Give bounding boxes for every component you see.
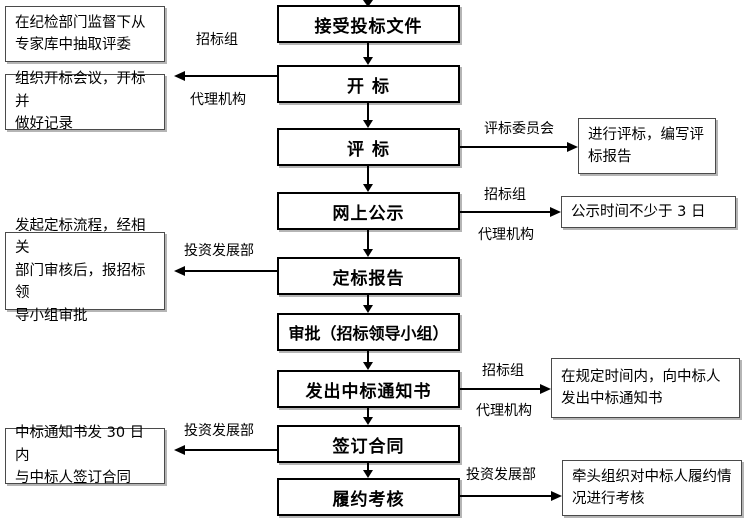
arrow-evaluation-to-right-note (460, 141, 578, 153)
flow-box-award-report[interactable]: 定标报告 (277, 257, 460, 295)
flow-box-issue-award-notice[interactable]: 发出中标通知书 (277, 370, 460, 408)
arrow-review-to-right-note (460, 490, 562, 502)
note-line: 牵头组织对中标人履约情 (572, 468, 732, 485)
note-line: 公示时间不少于 3 日 (571, 203, 706, 220)
arrow-label-left-invest-1: 投资发展部 (184, 243, 254, 259)
note-line: 中标通知书发 30 日内 (15, 425, 145, 464)
note-text: 中标通知书发 30 日内 与中标人签订合同 (15, 422, 155, 489)
note-line: 做好记录 (15, 116, 73, 133)
arrow-into-accept-bid-docs (361, 0, 375, 7)
arrow-label-left-top-2: 代理机构 (190, 92, 246, 108)
note-line: 组织开标会议，开标并 (15, 71, 146, 110)
note-box-draw-experts[interactable]: 在纪检部门监督下从 专家库中抽取评委 (5, 6, 165, 62)
arrow-award-report-to-left-note (174, 265, 277, 277)
note-line: 部门审核后，报招标领 (15, 262, 146, 302)
arrow-label-right-pub-1: 招标组 (484, 187, 526, 203)
flow-box-label: 履约考核 (332, 489, 405, 510)
note-line: 进行评标，编写评 (588, 126, 704, 143)
note-line: 标报告 (588, 149, 632, 165)
flow-box-bid-evaluation[interactable]: 评 标 (277, 128, 460, 166)
note-line: 在规定时间内，向中标人 (561, 368, 721, 385)
arrow-award-report-to-approval (361, 295, 375, 313)
note-text: 进行评标，编写评 标报告 (588, 124, 706, 169)
note-text: 公示时间不少于 3 日 (571, 201, 726, 223)
flow-box-approval[interactable]: 审批（招标领导小组） (277, 313, 460, 351)
note-line: 发出中标通知书 (561, 391, 663, 407)
note-box-award-process[interactable]: 发起定标流程，经相关 部门审核后，报招标领 导小组审批 (5, 218, 165, 324)
arrow-label-right-invest: 投资发展部 (466, 467, 536, 483)
arrow-label-right-notice-2: 代理机构 (476, 403, 532, 419)
flow-box-accept-bid-docs[interactable]: 接受投标文件 (277, 5, 460, 43)
arrow-evaluation-to-publicity (361, 166, 375, 192)
arrow-notice-to-contract (361, 408, 375, 425)
arrow-publicity-to-award-report (361, 230, 375, 257)
arrow-label-right-pub-2: 代理机构 (478, 227, 534, 243)
arrow-label-right-eval: 评标委员会 (484, 121, 554, 137)
flow-box-online-publicity[interactable]: 网上公示 (277, 192, 460, 230)
note-box-notice-time[interactable]: 在规定时间内，向中标人 发出中标通知书 (551, 358, 740, 418)
arrow-label-left-invest-2: 投资发展部 (184, 423, 254, 439)
note-text: 组织开标会议，开标并 做好记录 (15, 68, 155, 135)
flow-box-label: 定标报告 (332, 268, 405, 289)
arrow-label-right-notice-1: 招标组 (482, 363, 524, 379)
note-line: 在纪检部门监督下从 (15, 14, 146, 31)
arrow-publicity-to-right-note (460, 206, 561, 218)
note-text: 发起定标流程，经相关 部门审核后，报招标领 导小组审批 (15, 215, 155, 327)
flow-box-performance-review[interactable]: 履约考核 (277, 478, 460, 516)
flow-box-label: 网上公示 (332, 203, 405, 224)
arrow-label-left-top-1: 招标组 (196, 32, 238, 48)
arrow-accept-to-opening (361, 43, 375, 65)
note-text: 在纪检部门监督下从 专家库中抽取评委 (15, 12, 155, 57)
note-box-opening-meeting[interactable]: 组织开标会议，开标并 做好记录 (5, 71, 165, 132)
flow-box-label: 签订合同 (332, 436, 405, 457)
arrow-approval-to-notice (361, 351, 375, 370)
note-box-eval-report[interactable]: 进行评标，编写评 标报告 (578, 118, 716, 174)
note-box-sign-30days[interactable]: 中标通知书发 30 日内 与中标人签订合同 (5, 425, 165, 486)
note-line: 导小组审批 (15, 307, 88, 324)
flow-box-label: 发出中标通知书 (305, 381, 432, 402)
flow-box-label: 审批（招标领导小组） (288, 324, 449, 343)
note-box-publicity-days[interactable]: 公示时间不少于 3 日 (561, 196, 736, 228)
note-text: 在规定时间内，向中标人 发出中标通知书 (561, 366, 730, 411)
note-line: 与中标人签订合同 (15, 470, 131, 487)
flow-box-bid-opening[interactable]: 开 标 (277, 65, 460, 103)
flow-box-label: 接受投标文件 (314, 16, 423, 37)
arrow-contract-to-left-note (174, 444, 277, 456)
note-line: 发起定标流程，经相关 (15, 217, 146, 257)
arrow-notice-to-right-note (460, 383, 551, 395)
flow-box-sign-contract[interactable]: 签订合同 (277, 425, 460, 463)
arrow-contract-to-review (361, 463, 375, 478)
arrow-opening-to-evaluation (361, 103, 375, 128)
arrow-opening-to-left-note (174, 70, 277, 82)
note-line: 况进行考核 (572, 491, 645, 507)
note-box-review-org[interactable]: 牵头组织对中标人履约情 况进行考核 (562, 460, 742, 516)
note-text: 牵头组织对中标人履约情 况进行考核 (572, 466, 732, 511)
flow-box-label: 评 标 (347, 139, 390, 160)
note-line: 专家库中抽取评委 (15, 37, 131, 53)
flow-box-label: 开 标 (347, 76, 390, 97)
